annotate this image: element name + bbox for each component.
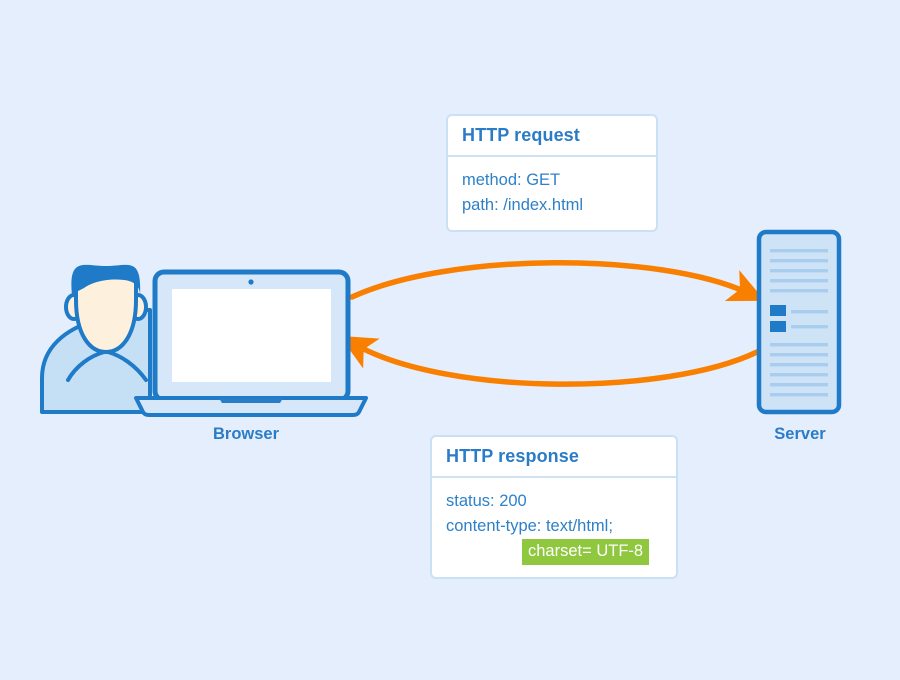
http-response-line: status: 200 bbox=[446, 492, 527, 510]
person-collar-right bbox=[106, 350, 148, 382]
server-label: Server bbox=[774, 425, 826, 443]
server-indicator-lights bbox=[770, 305, 786, 332]
http-request-line: path: /index.html bbox=[462, 196, 584, 215]
browser-label: Browser bbox=[212, 425, 280, 443]
http-response-body: status: 200 content-type: text/html; cha… bbox=[432, 478, 676, 577]
person-hair bbox=[71, 264, 141, 295]
person-collar-left bbox=[66, 350, 106, 382]
server-chassis bbox=[756, 229, 842, 415]
laptop-camera-icon bbox=[248, 279, 254, 285]
person-face bbox=[74, 275, 138, 354]
person-ear-left bbox=[64, 293, 84, 321]
charset-highlight: charset= UTF-8 bbox=[522, 539, 650, 565]
response-arrow-path bbox=[339, 335, 760, 387]
person-ear-right bbox=[128, 293, 148, 321]
http-response-line-highlighted: charset= UTF-8 bbox=[446, 539, 662, 565]
http-request-body: method: GET path: /index.html bbox=[448, 157, 656, 230]
http-request-line: method: GET bbox=[462, 171, 561, 189]
http-request-title: HTTP request bbox=[448, 116, 656, 157]
request-arrow-path bbox=[349, 260, 765, 302]
laptop-base bbox=[134, 396, 368, 417]
person-neck bbox=[81, 291, 131, 320]
server-indicator-1 bbox=[770, 305, 786, 316]
http-response-line: content-type: text/html; bbox=[446, 517, 613, 536]
http-response-title: HTTP response bbox=[432, 437, 676, 478]
server-lines bbox=[770, 249, 828, 397]
laptop-lid bbox=[152, 269, 351, 403]
laptop-notch bbox=[219, 398, 283, 403]
http-response-box: HTTP response status: 200 content-type: … bbox=[430, 435, 678, 579]
laptop-screen bbox=[172, 289, 331, 382]
http-request-box: HTTP request method: GET path: /index.ht… bbox=[446, 114, 658, 233]
server-indicator-2 bbox=[770, 321, 786, 332]
person-body bbox=[40, 308, 152, 414]
